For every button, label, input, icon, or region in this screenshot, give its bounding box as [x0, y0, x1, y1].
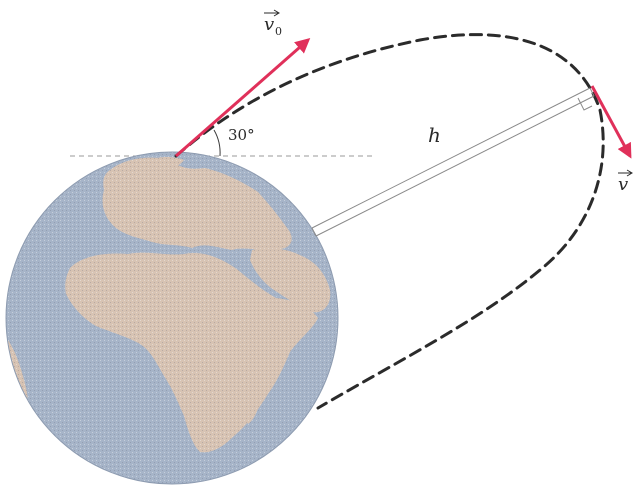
v-vector-mark: [618, 169, 633, 177]
v0-subscript: 0: [275, 25, 282, 38]
angle-arc: [213, 129, 221, 157]
elliptical-orbit: [174, 33, 605, 410]
height-label: h: [428, 123, 441, 147]
earth-globe: [5, 151, 339, 485]
v0-vector-mark: [264, 9, 280, 17]
v-symbol: v: [618, 174, 628, 195]
continents: [6, 152, 338, 484]
v-label: v: [618, 169, 633, 195]
v0-label: v 0: [264, 9, 282, 38]
apogee-velocity-arrow: [590, 85, 632, 159]
initial-velocity-arrow: [175, 38, 311, 158]
v0-symbol: v: [264, 14, 274, 35]
height-indicator: [311, 87, 595, 237]
angle-label: 30°: [228, 126, 255, 144]
